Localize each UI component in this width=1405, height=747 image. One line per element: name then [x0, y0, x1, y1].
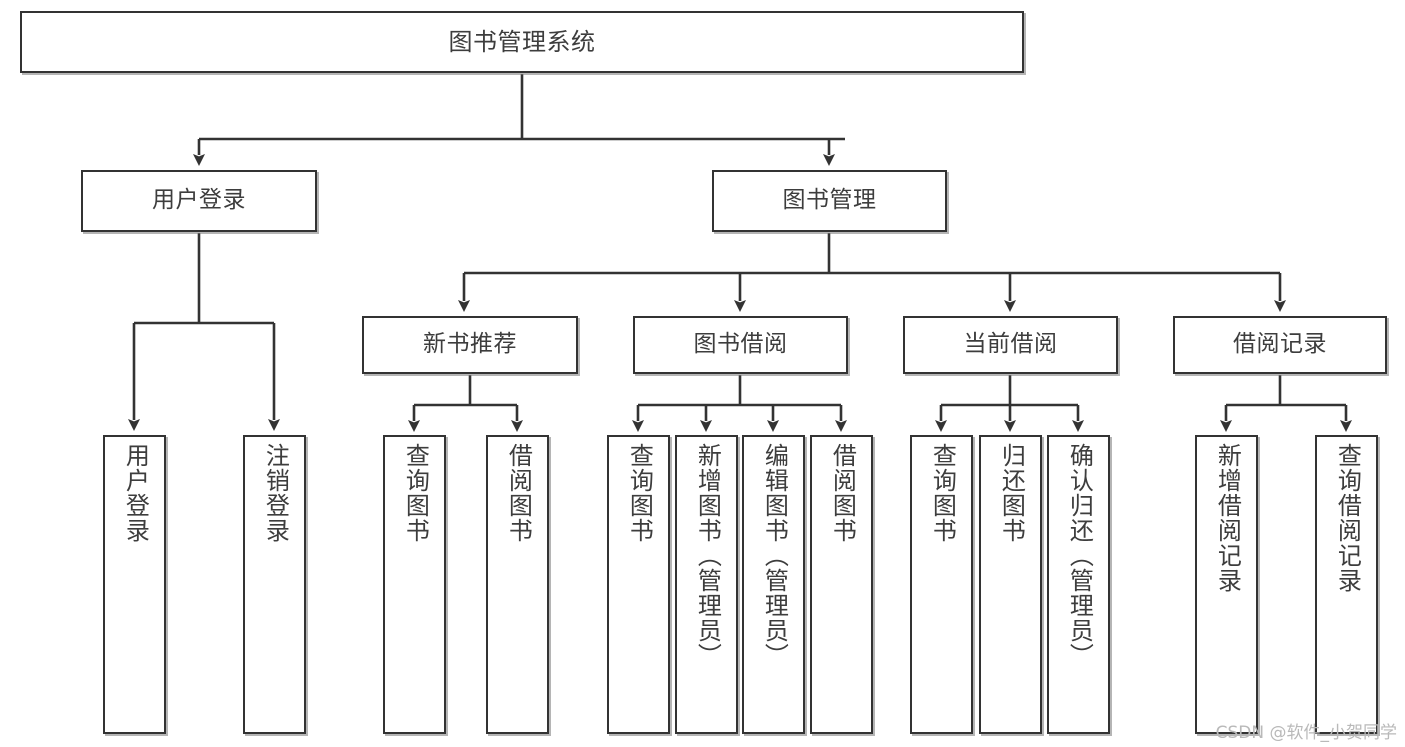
node-label: 图书借阅: [693, 331, 788, 358]
node-label: 借阅图书: [504, 443, 533, 543]
leaf-new-book-query[interactable]: 查询图书: [383, 435, 446, 734]
node-label: 图书管理: [782, 187, 877, 214]
node-label: 编辑图书（管理员）: [760, 443, 789, 668]
leaf-borrow-record-query[interactable]: 查询借阅记录: [1315, 435, 1378, 734]
node-label: 图书管理系统: [448, 27, 596, 56]
node-user-login[interactable]: 用户登录: [81, 170, 317, 232]
node-label: 当前借阅: [963, 331, 1058, 358]
leaf-current-borrow-query[interactable]: 查询图书: [910, 435, 973, 734]
leaf-user-login-login[interactable]: 用户登录: [103, 435, 166, 734]
leaf-book-borrow-borrow[interactable]: 借阅图书: [810, 435, 873, 734]
node-label: 借阅记录: [1233, 331, 1327, 358]
node-label: 新书推荐: [423, 331, 517, 358]
node-label: 新增借阅记录: [1213, 443, 1242, 593]
node-label: 确认归还（管理员）: [1065, 443, 1094, 668]
node-label: 新增图书（管理员）: [693, 443, 722, 668]
leaf-book-borrow-query[interactable]: 查询图书: [607, 435, 670, 734]
node-root-book-management-system[interactable]: 图书管理系统: [20, 11, 1024, 73]
node-label: 查询图书: [625, 443, 654, 543]
leaf-user-login-logout[interactable]: 注销登录: [243, 435, 306, 734]
node-label: 借阅图书: [828, 443, 857, 543]
csdn-watermark: CSDN @软件_小贺同学: [1215, 723, 1397, 743]
node-new-book-recommend[interactable]: 新书推荐: [362, 316, 578, 374]
node-book-borrow[interactable]: 图书借阅: [633, 316, 848, 374]
node-label: 注销登录: [261, 443, 290, 543]
leaf-current-borrow-confirm-return[interactable]: 确认归还（管理员）: [1047, 435, 1110, 734]
node-label: 查询图书: [928, 443, 957, 543]
node-current-borrow[interactable]: 当前借阅: [903, 316, 1118, 374]
node-book-management[interactable]: 图书管理: [712, 170, 947, 232]
node-label: 用户登录: [121, 443, 150, 543]
leaf-borrow-record-add[interactable]: 新增借阅记录: [1195, 435, 1258, 734]
node-label: 查询图书: [401, 443, 430, 543]
leaf-book-borrow-edit[interactable]: 编辑图书（管理员）: [742, 435, 805, 734]
node-label: 用户登录: [152, 187, 246, 214]
node-borrow-record[interactable]: 借阅记录: [1173, 316, 1387, 374]
leaf-current-borrow-return[interactable]: 归还图书: [979, 435, 1042, 734]
leaf-new-book-borrow[interactable]: 借阅图书: [486, 435, 549, 734]
node-label: 归还图书: [997, 443, 1026, 543]
node-label: 查询借阅记录: [1333, 443, 1362, 593]
leaf-book-borrow-add[interactable]: 新增图书（管理员）: [675, 435, 738, 734]
